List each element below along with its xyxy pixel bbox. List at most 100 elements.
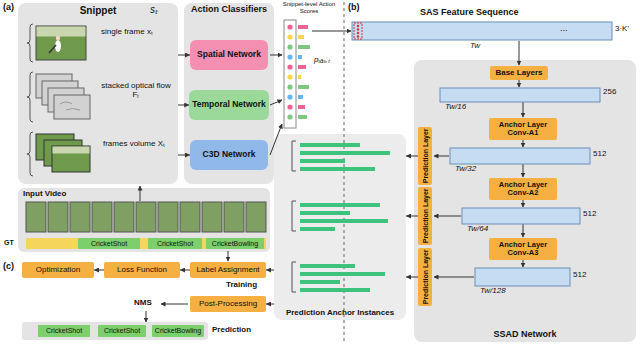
box-text: Label Assignment	[196, 266, 259, 275]
box-text: Prediction Layer	[421, 250, 429, 305]
box-text: Loss Function	[117, 266, 167, 275]
label-slot: Tw/64	[467, 225, 488, 234]
box-text: CricketShot	[157, 240, 193, 248]
sequence-title: SAS Feature Sequence	[420, 8, 519, 18]
box-text: CricketShot	[104, 327, 140, 335]
label-slot: NMS	[134, 299, 152, 308]
label-slot: Tw/32	[455, 165, 476, 174]
gt-bar	[26, 238, 266, 249]
flow-arrow	[178, 55, 190, 56]
flow-arrow	[406, 156, 418, 157]
label-slot: Tw	[470, 42, 480, 51]
dimension: 3·K'	[615, 25, 629, 34]
input-caption: stacked optical flow Fₜ	[98, 82, 174, 100]
dimension: Tw/128	[480, 287, 506, 296]
process-box: Post-Processing	[190, 296, 266, 312]
box-text: Temporal Network	[192, 100, 266, 109]
stage-label: Prediction	[212, 326, 251, 335]
dimension: Tw/64	[467, 225, 488, 234]
layer-box: Base Layers	[490, 66, 548, 80]
optical-flow-stack	[36, 74, 90, 119]
frame-thumbnail	[36, 26, 86, 60]
label-slot: 512	[573, 271, 586, 280]
label-slot: 512	[593, 150, 606, 159]
flow-arrow	[178, 105, 189, 106]
ellipsis: ...	[560, 24, 568, 34]
box-text: Anchor Layer Conv-A3	[489, 241, 557, 258]
box-text: Prediction Layer	[421, 129, 429, 184]
box-text: CricketBowling	[212, 240, 258, 248]
prediction-strip	[22, 322, 208, 340]
box-text: CricketBowling	[155, 327, 201, 335]
action-segment: CricketBowling	[206, 238, 264, 249]
column-title: Snippet-level Action Scores	[276, 1, 342, 14]
label-slot: GT	[4, 239, 14, 247]
action-segment: CricketShot	[78, 238, 140, 249]
math-symbol: sₜ	[150, 4, 157, 15]
panel-title: Action Classifiers	[191, 5, 267, 15]
flow-arrow	[180, 270, 190, 271]
dimension: 512	[583, 210, 596, 219]
panel-title: Prediction Anchor Instances	[286, 309, 394, 318]
panel-tag: (a)	[3, 3, 14, 13]
flow-arrow	[266, 304, 274, 305]
frames-volume	[36, 134, 90, 172]
box-text: Prediction Layer	[421, 189, 429, 244]
input-caption: single frame xₜ	[92, 28, 162, 37]
input-caption: frames volume Xₜ	[98, 140, 170, 149]
process-box: Loss Function	[104, 262, 180, 278]
label-slot: 512	[583, 210, 596, 219]
label-slot: SAS Feature Sequence	[420, 8, 519, 18]
box-text: C3D Network	[203, 150, 256, 159]
brace	[27, 24, 33, 176]
stage-label: Training	[226, 281, 257, 290]
label-slot: Training	[226, 281, 257, 290]
label-slot: Prediction	[212, 326, 251, 335]
label-slot: Tw/16	[445, 103, 466, 112]
dimension: 256	[603, 88, 616, 97]
label-slot: sₜ	[150, 4, 157, 15]
panel-title: SSAD Network	[493, 330, 556, 340]
label-slot: 3·K'	[615, 25, 629, 34]
label-slot: ...	[560, 24, 568, 34]
layer-box: Anchor Layer Conv-A3	[489, 238, 557, 260]
label-slot: frames volume Xₜ	[98, 140, 170, 149]
prediction-layer: Prediction Layer	[418, 248, 432, 306]
classifier-panel: Action ClassifiersSpatial NetworkTempora…	[184, 3, 274, 184]
math-symbol: pₛₐₛ,ₜ	[314, 56, 330, 65]
operation-label: NMS	[134, 299, 152, 308]
network-box: Spatial Network	[190, 40, 268, 70]
video-frames	[26, 202, 266, 232]
box-text: Optimization	[36, 266, 80, 275]
layer-box: Anchor Layer Conv-A1	[489, 118, 557, 140]
box-text: Spatial Network	[197, 50, 261, 59]
label-slot: stacked optical flow Fₜ	[98, 82, 174, 100]
label-slot: (b)	[348, 3, 360, 13]
label-slot: Snippet-level Action Scores	[276, 1, 342, 14]
box-text: Post-Processing	[199, 300, 257, 309]
anchor-instances	[292, 141, 390, 292]
label-slot: pₛₐₛ,ₜ	[314, 56, 330, 65]
dimension: 512	[573, 271, 586, 280]
dimension: 512	[593, 150, 606, 159]
action-segment: CricketShot	[148, 238, 202, 249]
label-slot: (a)	[3, 3, 14, 13]
process-box: Optimization	[22, 262, 94, 278]
row-label: GT	[4, 239, 14, 247]
action-segment: CricketShot	[38, 325, 90, 337]
label-slot: single frame xₜ	[92, 28, 162, 37]
flow-arrow	[94, 270, 104, 271]
action-segment: CricketShot	[98, 325, 146, 337]
prediction-layer: Prediction Layer	[418, 187, 432, 245]
prediction-layer: Prediction Layer	[418, 127, 432, 185]
network-box: C3D Network	[190, 140, 268, 170]
box-text: Anchor Layer Conv-A2	[489, 181, 557, 198]
layer-box: Anchor Layer Conv-A2	[489, 178, 557, 200]
panel-tag: (b)	[348, 3, 360, 13]
box-text: Anchor Layer Conv-A1	[489, 121, 557, 138]
flow-arrow	[266, 270, 274, 271]
